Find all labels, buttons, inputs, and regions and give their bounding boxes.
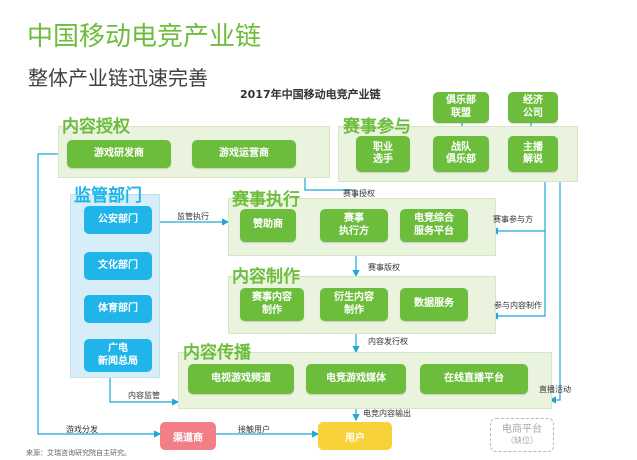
team-club-node: 战队 俱乐部 xyxy=(433,136,489,172)
ecommerce-note: （缺位） xyxy=(506,436,538,446)
ecommerce-label: 电商平台 xyxy=(502,424,542,436)
edge-label-event-copyright: 赛事版权 xyxy=(368,263,400,272)
sarft-node: 广电 新闻总局 xyxy=(84,339,152,372)
tv-game-channel-node: 电视游戏频道 xyxy=(188,364,294,394)
diagram-title: 2017年中国移动电竞产业链 xyxy=(240,88,381,101)
edge-label-content-distribution-rights: 内容发行权 xyxy=(368,337,408,346)
ecommerce-platform-missing-node: 电商平台 （缺位） xyxy=(490,418,554,452)
event-executor-node: 赛事 执行方 xyxy=(320,209,388,242)
regulators-label: 监管部门 xyxy=(74,186,142,206)
edge-label-content-production-participation: 参与内容制作 xyxy=(494,301,542,310)
club-league-node: 俱乐部 联盟 xyxy=(433,92,489,123)
user-node: 用户 xyxy=(318,422,392,450)
esports-service-platform-node: 电竞综合 服务平台 xyxy=(400,209,468,242)
edge-label-event-participation: 赛事参与方 xyxy=(493,215,533,224)
content-distribution-label: 内容传播 xyxy=(183,343,251,363)
page-title: 中国移动电竞产业链 xyxy=(27,22,262,52)
channel-distributor-node: 渠道商 xyxy=(160,422,216,450)
edge-label-reach-users: 接触用户 xyxy=(238,425,270,434)
pro-player-node: 职业 选手 xyxy=(356,136,410,172)
source-note: 来源：艾瑞咨询研究院自主研究。 xyxy=(26,449,131,457)
game-operator-node: 游戏运营商 xyxy=(192,140,296,168)
streamer-commentator-node: 主播 解说 xyxy=(508,136,558,172)
public-security-node: 公安部门 xyxy=(84,206,152,234)
content-licensing-label: 内容授权 xyxy=(62,117,130,137)
edge-label-regulation-execution: 监管执行 xyxy=(177,212,209,221)
sponsor-node: 赞助商 xyxy=(240,209,296,242)
derivative-content-node: 衍生内容 制作 xyxy=(320,288,388,321)
sports-dept-node: 体育部门 xyxy=(84,295,152,323)
culture-dept-node: 文化部门 xyxy=(84,252,152,280)
edge-label-live-activity: 直播活动 xyxy=(539,385,571,394)
event-execution-label: 赛事执行 xyxy=(232,190,300,210)
agency-company-node: 经济 公司 xyxy=(508,92,558,123)
event-content-production-node: 赛事内容 制作 xyxy=(240,288,304,321)
page-subtitle: 整体产业链迅速完善 xyxy=(28,66,208,90)
live-streaming-platform-node: 在线直播平台 xyxy=(420,364,528,394)
edge-label-game-distribution: 游戏分发 xyxy=(66,425,98,434)
edge-label-esports-content-output: 电竞内容输出 xyxy=(363,409,411,418)
edge-label-event-license: 赛事授权 xyxy=(343,189,375,198)
game-developer-node: 游戏研发商 xyxy=(67,140,171,168)
edge-label-content-regulation: 内容监管 xyxy=(128,391,160,400)
data-service-node: 数据服务 xyxy=(400,288,468,321)
esports-media-node: 电竞游戏媒体 xyxy=(306,364,406,394)
event-participation-label: 赛事参与 xyxy=(343,117,411,137)
content-production-label: 内容制作 xyxy=(232,267,300,287)
